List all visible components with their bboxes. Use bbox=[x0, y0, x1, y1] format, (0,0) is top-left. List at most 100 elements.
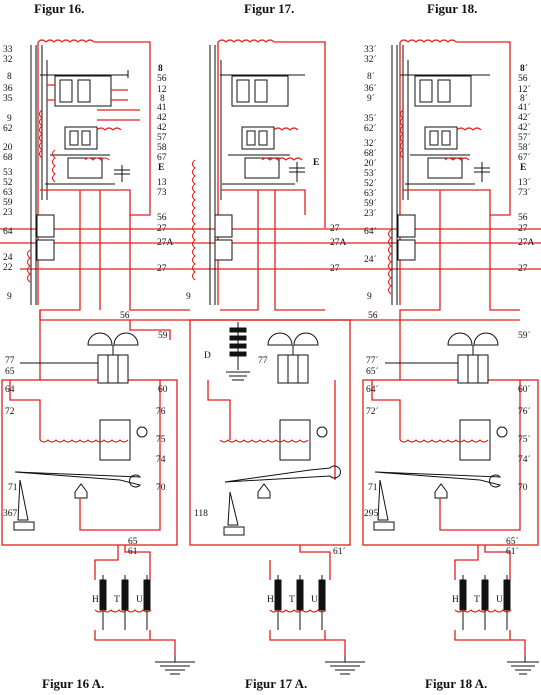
fig18-coil-57 bbox=[456, 127, 482, 131]
label: 77 bbox=[258, 356, 268, 366]
fig17-coil-58 bbox=[261, 157, 303, 161]
fig16-right-labels: 8 56 12 8 41 42 42 57 58 67 E 13 73 56 2… bbox=[157, 64, 174, 274]
label: 27A bbox=[157, 238, 174, 248]
fig16-coil-58 bbox=[84, 157, 110, 161]
fig18-left-labels: 33´ 32´ 8´ 36´ 9´ 35´ 62´ 32´ 68´ 20´ 53… bbox=[364, 44, 377, 302]
label: 58´ bbox=[518, 142, 531, 153]
label: 60 bbox=[158, 385, 168, 395]
label: 70 bbox=[518, 483, 528, 493]
fig18-coil-24 bbox=[387, 229, 392, 295]
label: U bbox=[311, 595, 318, 605]
label: T bbox=[114, 595, 120, 605]
fig16-coil-24 bbox=[26, 249, 31, 283]
label: 8 bbox=[158, 64, 163, 74]
label: 20 bbox=[3, 143, 13, 153]
label: 57 bbox=[157, 133, 167, 143]
label: 42 bbox=[157, 123, 167, 133]
hook-lever bbox=[374, 471, 502, 488]
label: 8´ bbox=[520, 63, 528, 74]
label: 13´ bbox=[518, 177, 531, 188]
label: 42 bbox=[157, 113, 167, 123]
label: 35´ bbox=[364, 113, 377, 124]
ground-icon bbox=[325, 661, 365, 675]
ground-icon bbox=[226, 371, 250, 381]
title-figur-16: Figur 16. bbox=[34, 1, 84, 16]
label: 9 bbox=[186, 292, 191, 302]
bell-icon bbox=[293, 332, 319, 346]
fig17-top-coil bbox=[217, 39, 275, 43]
label: 367 bbox=[3, 509, 18, 519]
label: 62´ bbox=[364, 123, 377, 134]
label: 9 bbox=[7, 292, 12, 302]
fig17-coil bbox=[219, 439, 309, 443]
fig18-right-labels: 8´ 56 12´ 8´ 41´ 42´ 42´ 57´ 58´ 67´ E 1… bbox=[518, 63, 535, 274]
label: 56 bbox=[120, 311, 130, 321]
bell-icon bbox=[87, 332, 113, 346]
label: 24 bbox=[3, 253, 13, 263]
fig17-lower-labels: D 77 118 bbox=[194, 351, 268, 519]
label: 61´ bbox=[506, 546, 519, 557]
label: 32´ bbox=[364, 138, 377, 149]
label: 64´ bbox=[364, 226, 377, 237]
fig16-top-coil bbox=[37, 39, 95, 43]
magneto-generator bbox=[99, 419, 131, 461]
label: 68´ bbox=[364, 148, 377, 159]
label: 27 bbox=[330, 264, 340, 274]
label: 32 bbox=[3, 55, 13, 65]
label: 53 bbox=[3, 168, 13, 178]
label: 68 bbox=[3, 153, 13, 163]
label: 61´ bbox=[333, 546, 346, 557]
label: 56 bbox=[518, 74, 528, 84]
label: 36´ bbox=[364, 83, 377, 94]
label: 72´ bbox=[366, 406, 379, 417]
bell-icon bbox=[473, 332, 499, 346]
title-figur-17a: Figur 17 A. bbox=[245, 676, 307, 691]
label: 56 bbox=[368, 311, 378, 321]
label: 59´ bbox=[364, 198, 377, 209]
fig18a-coil bbox=[454, 609, 512, 613]
label: 27 bbox=[157, 264, 167, 274]
label: E bbox=[313, 158, 319, 168]
label: 42´ bbox=[518, 122, 531, 133]
label: 65 bbox=[128, 537, 138, 547]
label: 62 bbox=[3, 124, 13, 134]
ground-icon bbox=[155, 661, 195, 675]
label: 27A bbox=[330, 238, 347, 248]
label: 74´ bbox=[518, 454, 531, 465]
fig18-top-coil bbox=[399, 39, 457, 43]
handset-icon bbox=[373, 479, 395, 531]
label: 76´ bbox=[518, 406, 531, 417]
fig17-telephone-set bbox=[189, 319, 351, 546]
label: 8´ bbox=[367, 71, 375, 82]
title-figur-16a: Figur 16 A. bbox=[42, 676, 104, 691]
label: 41´ bbox=[518, 102, 531, 113]
label: 52 bbox=[3, 178, 13, 188]
label: 63´ bbox=[364, 188, 377, 199]
label: 27 bbox=[330, 224, 340, 234]
label: 77´ bbox=[366, 355, 379, 366]
label: 65´ bbox=[366, 366, 379, 377]
label: 41 bbox=[157, 103, 167, 113]
label: 56 bbox=[157, 213, 167, 223]
label: 33 bbox=[3, 45, 13, 55]
label: D bbox=[204, 351, 211, 361]
label: 13 bbox=[157, 178, 167, 188]
fig17-coil-left bbox=[191, 159, 196, 281]
label: 73´ bbox=[518, 187, 531, 198]
ringer-coils bbox=[277, 354, 309, 384]
label: 295 bbox=[364, 509, 379, 519]
fig16a-coil bbox=[94, 609, 152, 613]
fig17-coil-57 bbox=[273, 127, 299, 131]
fig16-coil-53 bbox=[51, 149, 56, 183]
label: 67´ bbox=[518, 152, 531, 163]
label: 22 bbox=[3, 263, 13, 273]
magneto-generator bbox=[459, 419, 491, 461]
label: 70 bbox=[156, 483, 166, 493]
label: 65´ bbox=[506, 536, 519, 547]
label: 8 bbox=[7, 72, 12, 82]
label: 8 bbox=[160, 94, 165, 104]
label: 74 bbox=[156, 455, 166, 465]
crank-icon bbox=[136, 426, 148, 438]
label: 9´ bbox=[367, 93, 375, 104]
